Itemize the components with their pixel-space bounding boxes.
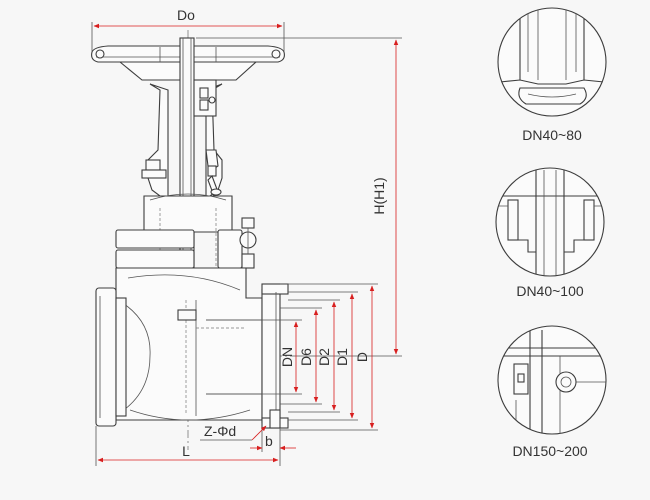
- dimension-lines: [91, 22, 402, 466]
- detail-3-caption: DN150~200: [512, 443, 587, 459]
- right-flange: [261, 283, 289, 429]
- d-label: D: [354, 352, 370, 362]
- do-label: Do: [177, 7, 195, 23]
- valve-body: [115, 267, 263, 421]
- detail-view-2: [495, 167, 605, 277]
- z-phi-d-label: Z-Φd: [204, 423, 236, 439]
- left-flange: [95, 287, 127, 427]
- l-label: L: [182, 443, 190, 459]
- d6-label: D6: [298, 348, 314, 366]
- detail-2-caption: DN40~100: [516, 283, 584, 299]
- detail-view-3: [497, 325, 607, 435]
- d1-label: D1: [334, 348, 350, 366]
- detail-view-1: [497, 7, 607, 117]
- dn-label: DN: [279, 347, 295, 367]
- valve-front-view: [91, 30, 290, 450]
- h-label: H(H1): [371, 177, 387, 214]
- detail-1-caption: DN40~80: [522, 127, 582, 143]
- b-label: b: [265, 433, 273, 449]
- bonnet: [115, 193, 257, 300]
- bolt-hole-leader: [251, 425, 267, 441]
- gland-lever: [205, 149, 222, 197]
- d2-label: D2: [316, 348, 332, 366]
